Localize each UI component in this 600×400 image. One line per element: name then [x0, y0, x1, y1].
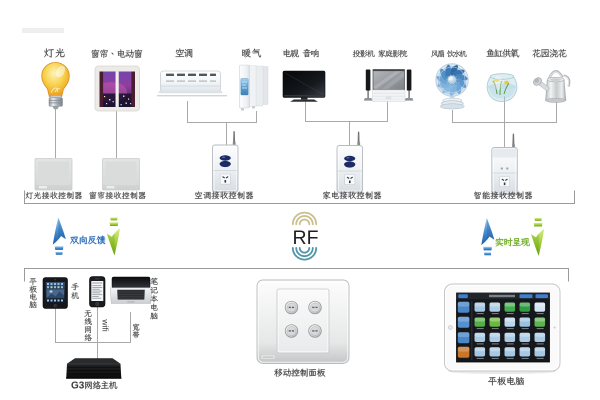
- svg-text:wifi: wifi: [101, 318, 111, 331]
- svg-text:RF: RF: [293, 227, 319, 249]
- svg-text:G3: G3: [71, 380, 85, 391]
